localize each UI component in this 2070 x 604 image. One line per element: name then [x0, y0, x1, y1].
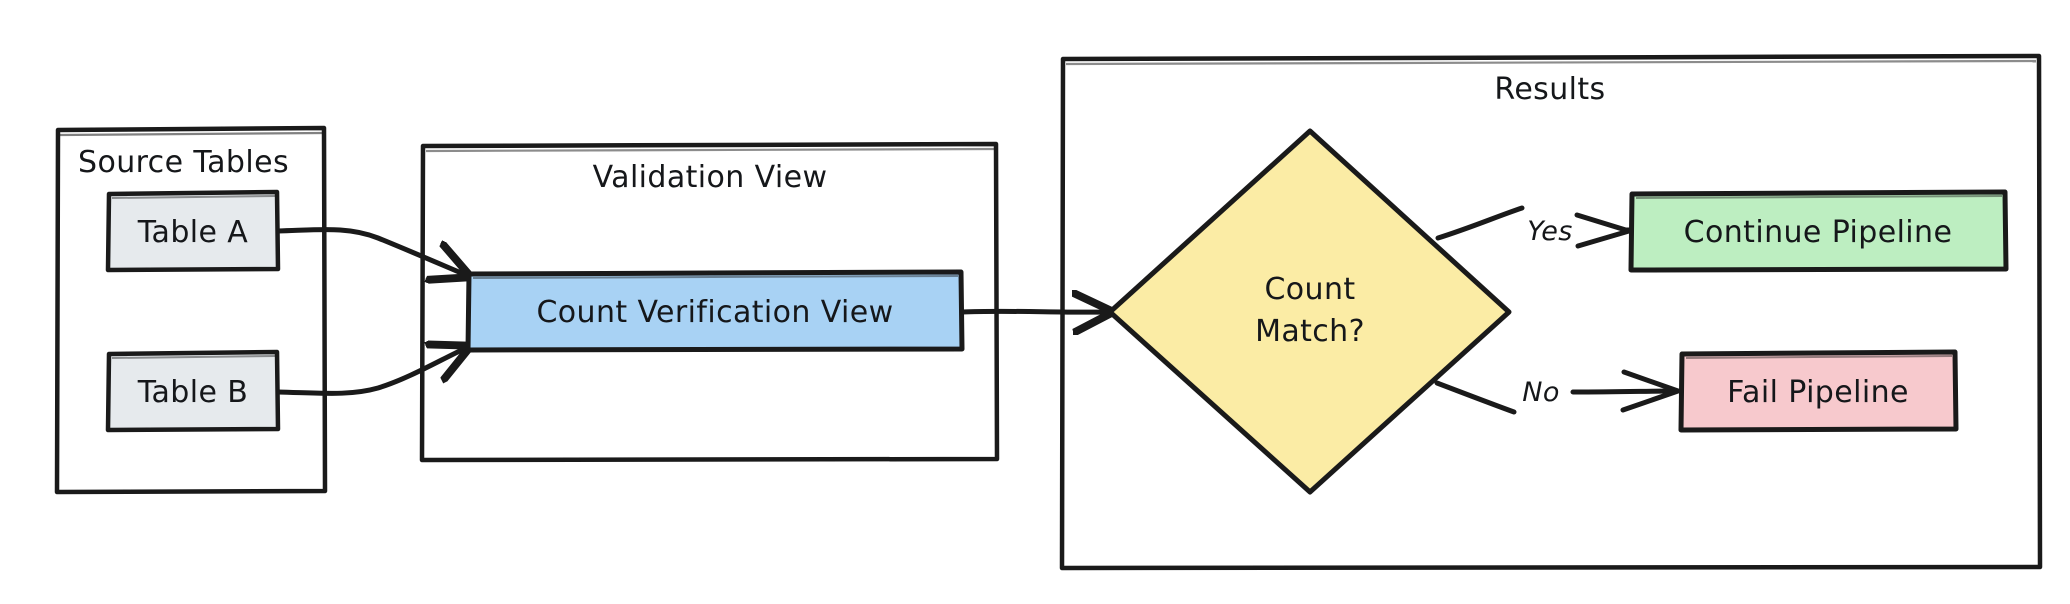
container-title-validation-view: Validation View [592, 160, 828, 195]
count-verification-view-sketch [472, 275, 959, 279]
node-count-match-decision[interactable] [1107, 128, 1512, 495]
node-count-verification-view[interactable] [465, 269, 965, 353]
edge-table-b-line [275, 348, 466, 396]
container-title-results: Results [1494, 72, 1606, 107]
count-verification-view-shape[interactable] [465, 269, 965, 353]
node-label-count-verification-view: Count Verification View [536, 295, 894, 330]
continue-pipeline-sketch [1635, 195, 2003, 199]
table-a-shape[interactable] [105, 189, 281, 273]
node-label-table-b: Table B [137, 375, 249, 410]
table-a-sketch [111, 195, 276, 199]
edge-label-no: No [1522, 377, 1560, 408]
node-label-count-match: Count Match? [1255, 269, 1365, 353]
edge-decision-yes-arrowhead [1574, 212, 1632, 249]
count-match-line-1: Count [1264, 272, 1356, 307]
edge-decision-no-arrowhead [1620, 369, 1681, 413]
node-label-continue-pipeline: Continue Pipeline [1683, 215, 1953, 250]
source-tables-border [54, 125, 328, 495]
source-tables-border-sketch [59, 131, 324, 137]
validation-view-border-sketch [425, 147, 995, 153]
edge-decision-yes-line-a [1435, 205, 1525, 241]
edge-table-b-to-view [275, 348, 466, 396]
fail-pipeline-sketch [1685, 355, 1953, 359]
container-source-tables [54, 125, 328, 495]
node-label-table-a: Table A [137, 215, 249, 250]
fail-pipeline-shape[interactable] [1678, 349, 1959, 433]
count-match-line-2: Match? [1255, 314, 1365, 349]
node-table-a[interactable] [105, 189, 281, 273]
table-b-shape[interactable] [105, 349, 281, 433]
table-b-sketch [111, 355, 276, 359]
edge-decision-no [1434, 369, 1681, 415]
node-table-b[interactable] [105, 349, 281, 433]
edge-table-a-line [275, 227, 466, 275]
edge-view-to-decision [959, 311, 1108, 312]
count-match-diamond-shape[interactable] [1107, 128, 1512, 495]
container-title-source-tables: Source Tables [78, 145, 289, 180]
edge-decision-yes [1435, 205, 1632, 249]
edge-decision-no-line-b [1570, 388, 1679, 395]
results-border-sketch [1065, 59, 2037, 66]
node-fail-pipeline[interactable] [1678, 349, 1959, 433]
edge-decision-no-line-a [1434, 380, 1517, 415]
continue-pipeline-shape[interactable] [1628, 189, 2009, 273]
edge-label-yes: Yes [1527, 216, 1573, 247]
node-label-fail-pipeline: Fail Pipeline [1727, 375, 1909, 410]
node-continue-pipeline[interactable] [1628, 189, 2009, 273]
edge-view-to-decision-line [959, 311, 1108, 312]
edge-table-a-to-view [275, 227, 466, 275]
